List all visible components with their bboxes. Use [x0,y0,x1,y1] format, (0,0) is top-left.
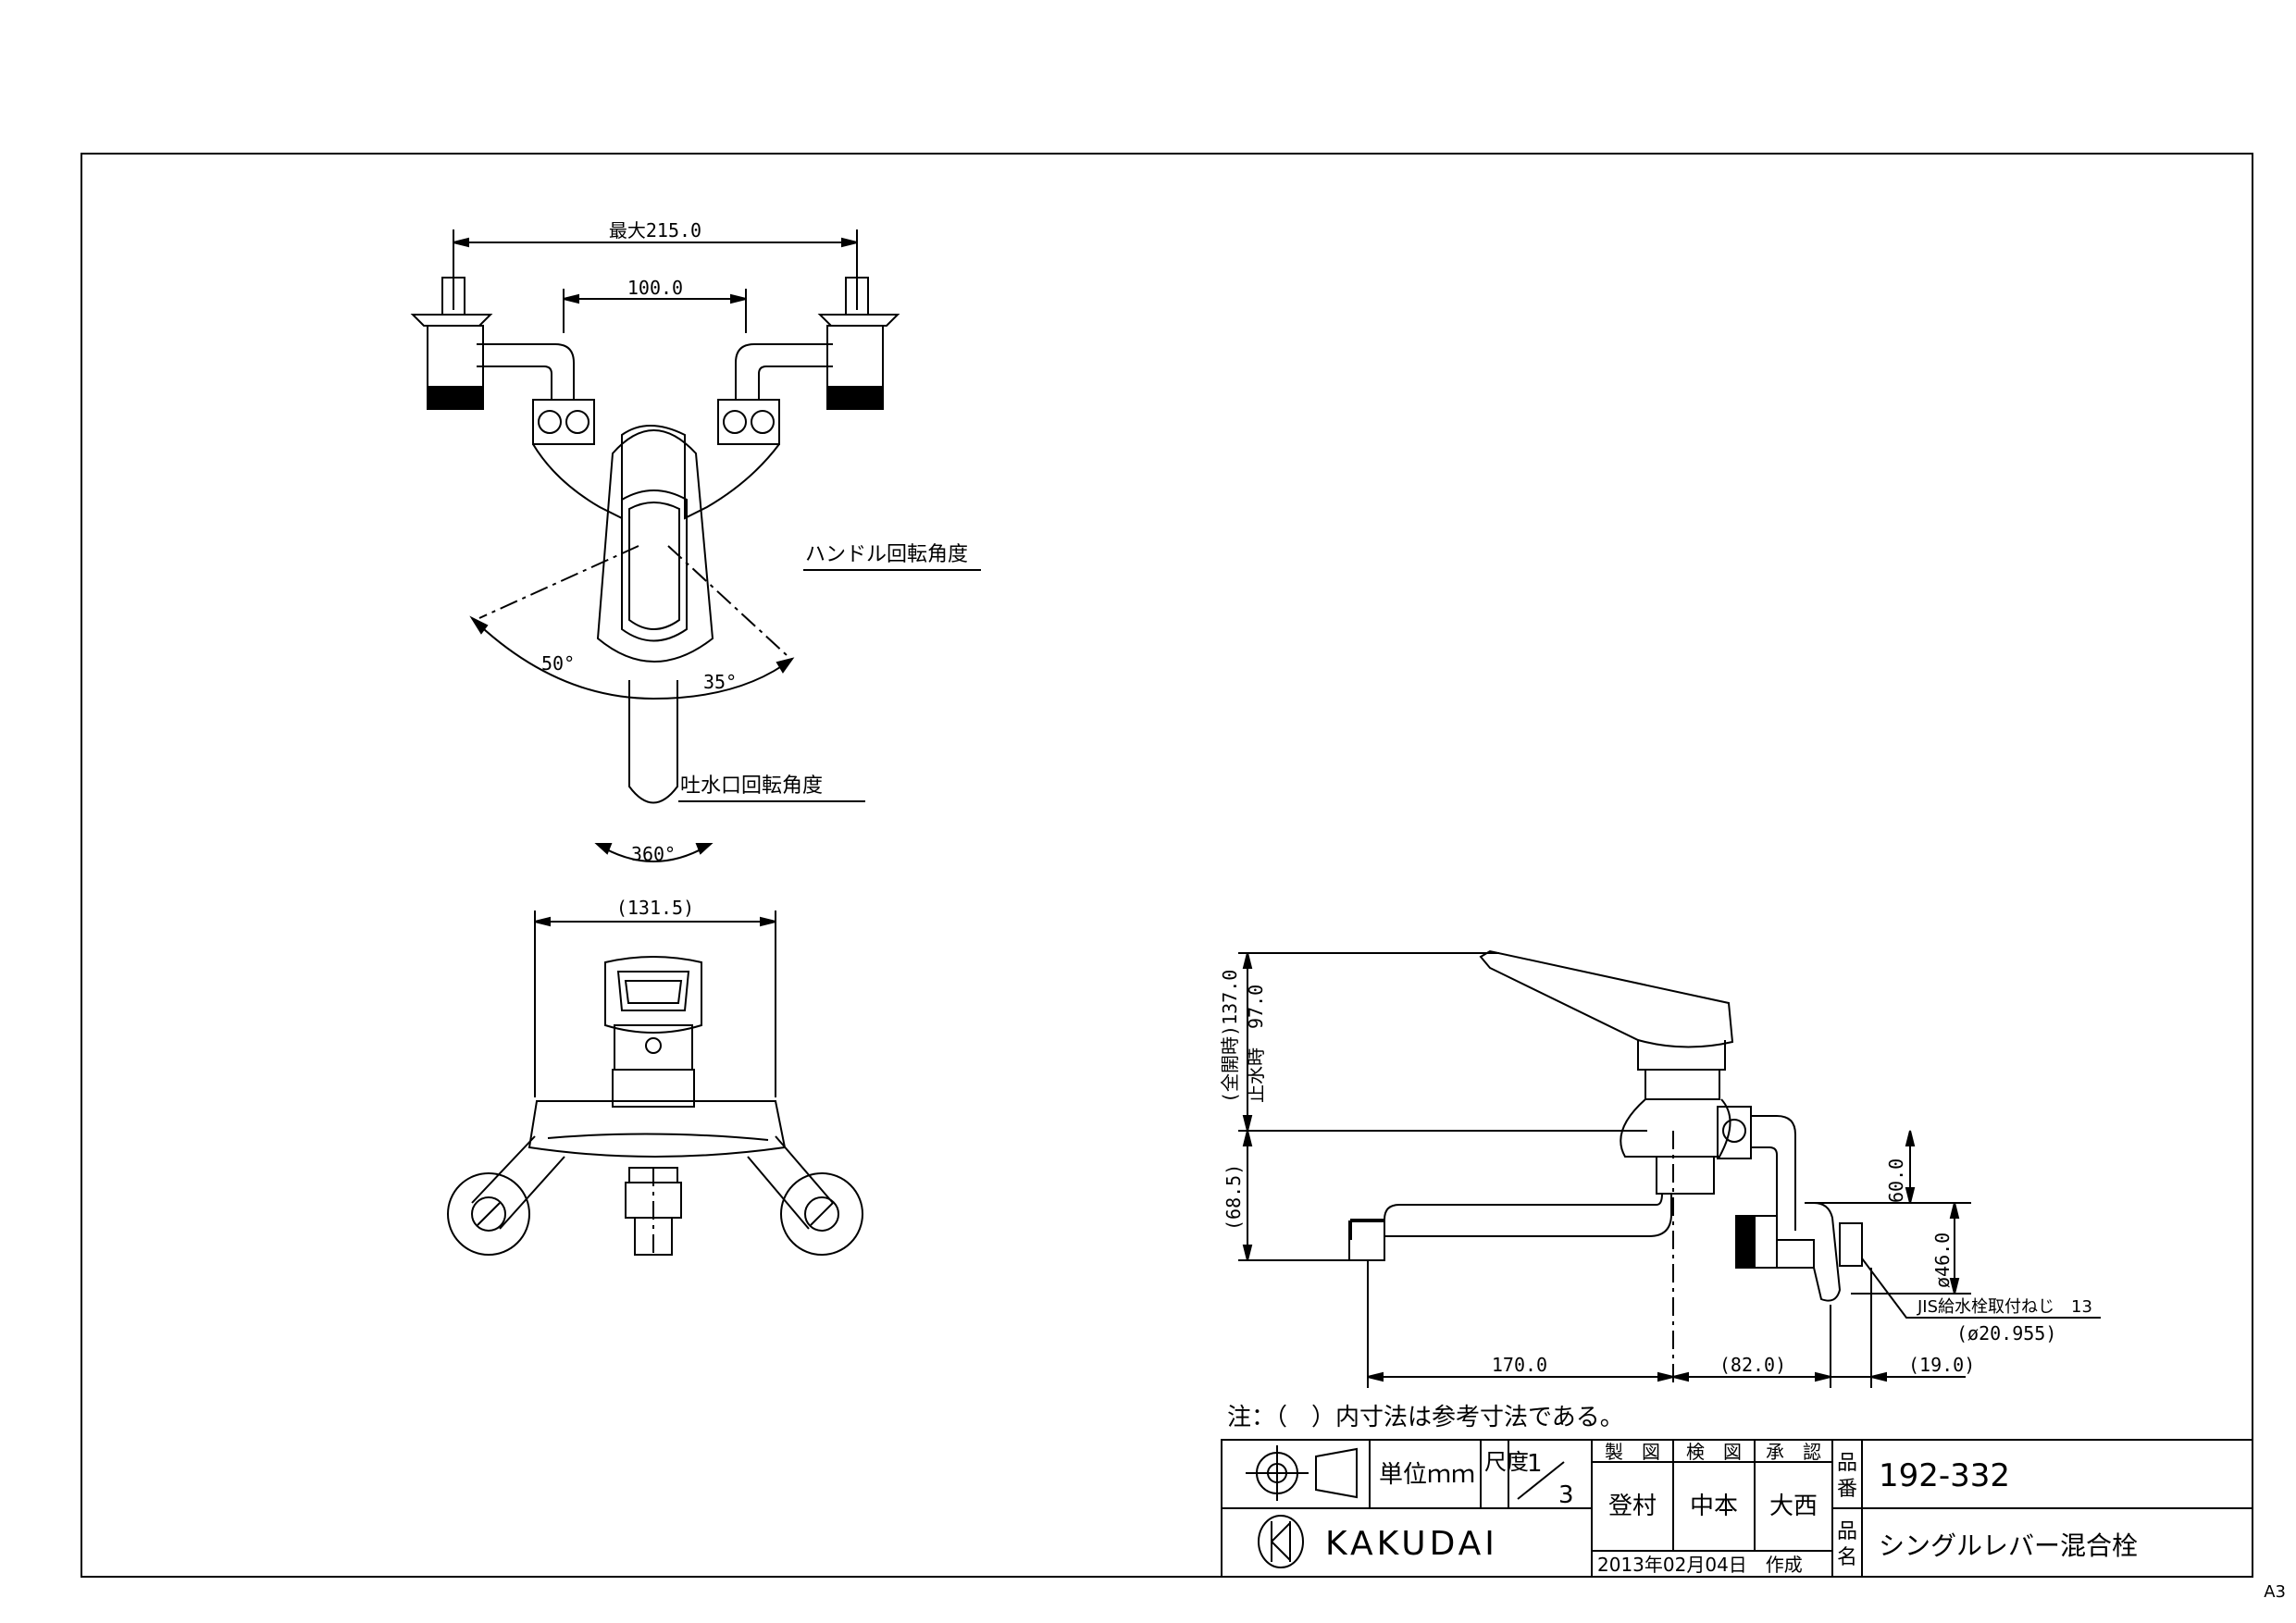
made-name: 登村 [1608,1493,1657,1520]
dim-max-width: 最大215.0 [609,219,701,242]
creation-date: 2013年02月04日 作成 [1597,1554,1803,1576]
part-no-label-2: 番 [1837,1478,1857,1501]
side-view-vertical-labels: (全開時)137.0 止水時 97.0 (68.5) 60.0 ø46.0 [1219,970,1954,1288]
thread-note: JIS給水栓取付ねじ 13 [1917,1297,2092,1317]
projection-symbol [1246,1445,1358,1501]
title-block [1221,1439,2253,1578]
dim-dia-46: ø46.0 [1931,1233,1954,1288]
dim-height-stop: 止水時 97.0 [1245,985,1267,1103]
label-handle-rotation: ハンドル回転角度 [805,543,968,566]
check-header: 検 図 [1686,1441,1742,1463]
reference-note: 注：（ ）内寸法は参考寸法である。 [1227,1404,1624,1431]
dim-front-width: (131.5) [616,897,694,919]
dim-82: (82.0) [1719,1354,1786,1376]
approve-header: 承 認 [1766,1441,1821,1463]
dim-170: 170.0 [1492,1354,1547,1376]
angle-right: 35° [703,671,737,693]
brand-logo [1258,1515,1304,1568]
scale-label: 尺度 [1484,1449,1529,1475]
name-label-1: 品 [1837,1520,1857,1543]
product-name: シングルレバー混合栓 [1879,1530,2138,1561]
approve-name: 大西 [1769,1493,1818,1520]
dim-center-distance: 100.0 [627,277,683,299]
label-spout-rotation: 吐水口回転角度 [680,774,823,798]
angle-spout: 360° [631,843,676,865]
front-view [447,911,863,1258]
top-view [410,229,981,862]
side-view [1238,949,2101,1388]
scale-numerator: 1 [1527,1450,1543,1478]
thread-diameter: (ø20.955) [1956,1322,2056,1344]
scale-denominator: 3 [1558,1481,1574,1509]
dim-height-open: (全開時)137.0 [1219,970,1241,1103]
dim-lower-height: (68.5) [1222,1164,1245,1231]
dim-19: (19.0) [1908,1354,1975,1376]
made-header: 製 図 [1605,1441,1660,1463]
sheet-size: A3 [2264,1582,2286,1602]
brand-name: KAKUDAI [1325,1525,1498,1563]
name-label-2: 名 [1837,1546,1857,1569]
part-number: 192-332 [1879,1457,2010,1494]
sheet-border [81,153,2253,1578]
part-no-label-1: 品 [1837,1452,1857,1475]
check-name: 中本 [1690,1493,1738,1520]
dim-60: 60.0 [1885,1158,1907,1203]
angle-left: 50° [541,652,575,675]
unit-label: 単位ｍｍ [1379,1461,1475,1489]
